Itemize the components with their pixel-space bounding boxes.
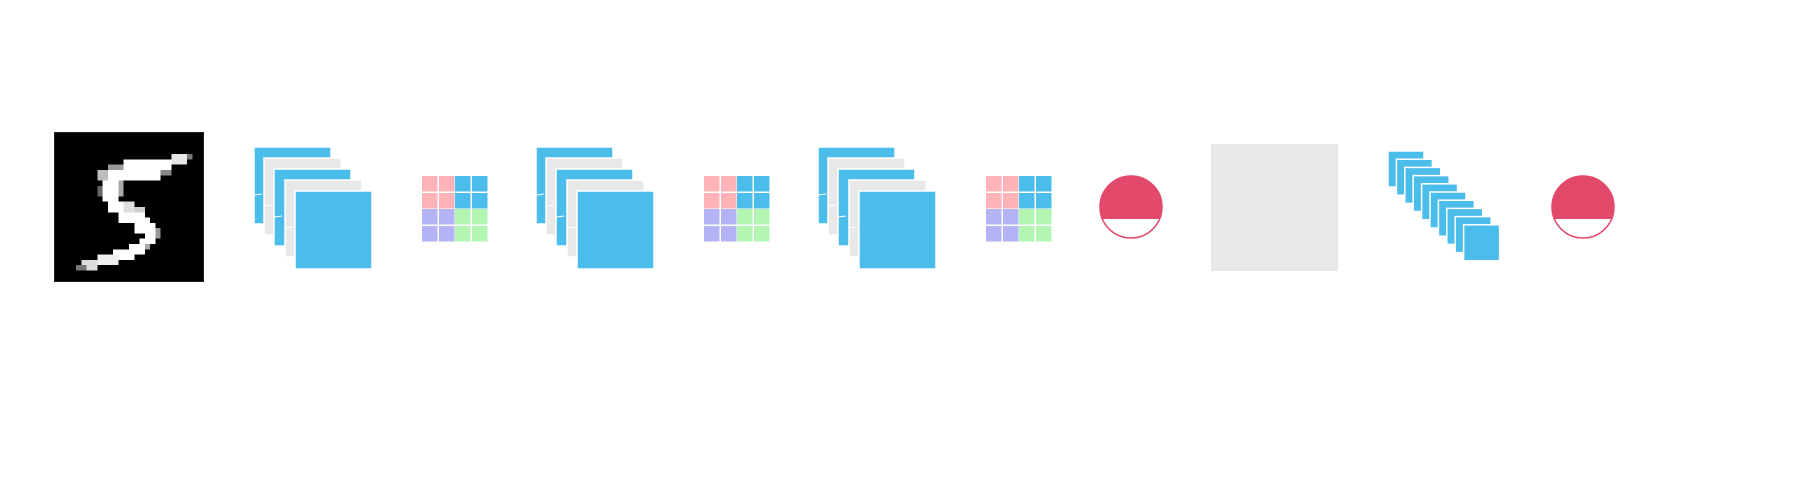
- dense-map: [1454, 215, 1492, 254]
- pool-cell: [1019, 226, 1035, 242]
- dense-map: [1429, 191, 1467, 229]
- feature-map-line: [827, 204, 837, 207]
- feature-map-line: [263, 204, 273, 207]
- dense-map: [1420, 183, 1459, 221]
- feature-map: [545, 157, 624, 236]
- activation-circle: [1551, 175, 1615, 239]
- feature-map-front: [576, 190, 655, 270]
- pool-cell: [472, 176, 488, 192]
- pool-cell: [704, 193, 720, 209]
- feature-map: [566, 179, 645, 258]
- digit-five-glyph: [55, 133, 203, 281]
- input-digit-image: [54, 132, 204, 282]
- pool-cell: [737, 176, 753, 192]
- activation-fill: [1552, 176, 1615, 219]
- pool-cell: [737, 226, 753, 242]
- pool-cell: [754, 176, 770, 192]
- pool-cell: [439, 176, 455, 192]
- pool-cell: [704, 226, 720, 242]
- pool-cell: [754, 226, 770, 242]
- activation-fill: [1100, 176, 1162, 219]
- pool-cell: [1019, 209, 1035, 225]
- pool-cell: [704, 176, 720, 192]
- pool-cell: [1036, 209, 1052, 225]
- pool-cell: [721, 226, 737, 242]
- feature-map: [827, 157, 906, 236]
- dense-map: [1437, 199, 1476, 237]
- feature-map: [253, 146, 332, 225]
- feature-map-line: [253, 193, 263, 196]
- pool-cell: [1036, 226, 1052, 242]
- feature-map: [555, 168, 634, 247]
- feature-map-front: [858, 190, 937, 270]
- pool-cell: [439, 209, 455, 225]
- pool-cell: [986, 226, 1002, 242]
- pool-cell: [1003, 226, 1019, 242]
- feature-map: [284, 179, 363, 258]
- pool-cell: [1003, 176, 1019, 192]
- pool-cell: [455, 193, 471, 209]
- pool-cell: [721, 176, 737, 192]
- feature-map-line: [273, 215, 283, 218]
- feature-map-line: [848, 226, 858, 229]
- feature-map: [535, 146, 614, 225]
- feature-map-line: [817, 193, 827, 196]
- dense-map: [1462, 224, 1501, 262]
- feature-map: [273, 168, 352, 247]
- pool-cell: [704, 209, 720, 225]
- feature-map-front: [294, 190, 373, 270]
- dense-map: [1395, 158, 1434, 196]
- pool-cell: [721, 193, 737, 209]
- pool-cell: [422, 176, 438, 192]
- pool-cell: [472, 193, 488, 209]
- pool-cell: [455, 176, 471, 192]
- pool-cell: [754, 193, 770, 209]
- feature-map: [263, 157, 342, 236]
- pool-cell: [422, 193, 438, 209]
- activation-circle: [1099, 175, 1163, 239]
- feature-map-line: [284, 226, 294, 229]
- dense-map: [1446, 207, 1484, 246]
- pool-cell: [422, 209, 438, 225]
- pool-cell: [986, 176, 1002, 192]
- pool-cell: [737, 209, 753, 225]
- feature-map-line: [837, 215, 847, 218]
- feature-map-line: [545, 204, 555, 207]
- pool-cell: [1003, 209, 1019, 225]
- pool-cell: [721, 209, 737, 225]
- pool-cell: [439, 193, 455, 209]
- feature-map: [837, 168, 916, 247]
- dense-map: [1404, 166, 1442, 205]
- pool-cell: [1036, 176, 1052, 192]
- pool-cell: [422, 226, 438, 242]
- feature-map: [817, 146, 896, 225]
- pool-cell: [1019, 193, 1035, 209]
- dense-map: [1412, 174, 1450, 213]
- pool-cell: [1036, 193, 1052, 209]
- pool-cell: [737, 193, 753, 209]
- feature-map-line: [535, 193, 545, 196]
- pool-cell: [986, 193, 1002, 209]
- pool-cell: [455, 226, 471, 242]
- pool-cell: [1019, 176, 1035, 192]
- feature-map: [848, 179, 927, 258]
- flatten-square: [1211, 144, 1338, 271]
- pool-cell: [472, 226, 488, 242]
- feature-map-line: [566, 226, 576, 229]
- dense-map: [1387, 150, 1425, 188]
- pool-cell: [1003, 193, 1019, 209]
- feature-map-line: [555, 215, 565, 218]
- pool-cell: [754, 209, 770, 225]
- pool-cell: [455, 209, 471, 225]
- pool-cell: [472, 209, 488, 225]
- pool-cell: [986, 209, 1002, 225]
- pool-cell: [439, 226, 455, 242]
